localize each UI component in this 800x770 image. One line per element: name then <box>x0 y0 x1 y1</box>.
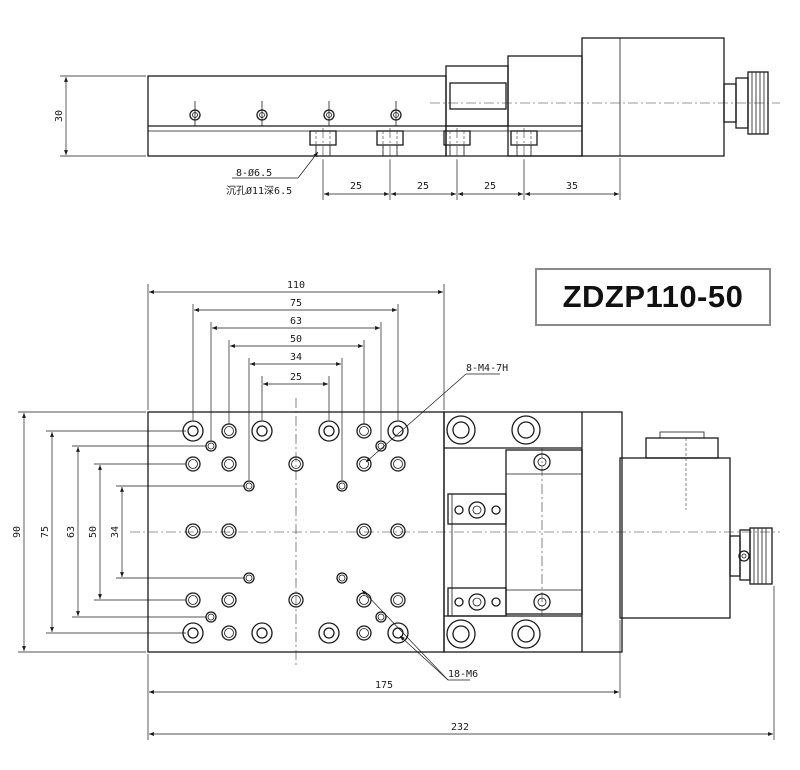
spacing-label: 25 <box>417 181 429 192</box>
side-view: 30 8-Ø6.5 沉孔Ø11深6.5 25 25 25 35 <box>54 37 780 200</box>
length-label: 232 <box>451 722 469 733</box>
thread-callout-m4: 8-M4-7H <box>466 363 508 374</box>
model-title-box: ZDZP110-50 <box>535 268 771 326</box>
height-label: 75 <box>40 526 51 538</box>
spacing-label: 35 <box>566 181 578 192</box>
spacing-label: 25 <box>484 181 496 192</box>
hole-callout-diameter: 8-Ø6.5 <box>236 167 272 179</box>
width-label: 25 <box>290 372 302 383</box>
thread-callout-m6: 18-M6 <box>448 669 478 680</box>
hole-callout-counterbore: 沉孔Ø11深6.5 <box>226 184 292 197</box>
width-label: 50 <box>290 334 302 345</box>
width-label: 34 <box>290 352 302 363</box>
height-label: 63 <box>66 526 77 538</box>
height-label: 90 <box>12 526 23 538</box>
width-label: 63 <box>290 316 302 327</box>
model-title: ZDZP110-50 <box>562 279 744 314</box>
spacing-label: 25 <box>350 181 362 192</box>
width-label: 110 <box>287 280 305 291</box>
height-label: 34 <box>110 526 121 538</box>
side-height-label: 30 <box>54 110 65 122</box>
length-label: 175 <box>375 680 393 691</box>
height-label: 50 <box>88 526 99 538</box>
width-label: 75 <box>290 298 302 309</box>
top-view: 110 75 63 50 34 25 <box>12 280 780 740</box>
